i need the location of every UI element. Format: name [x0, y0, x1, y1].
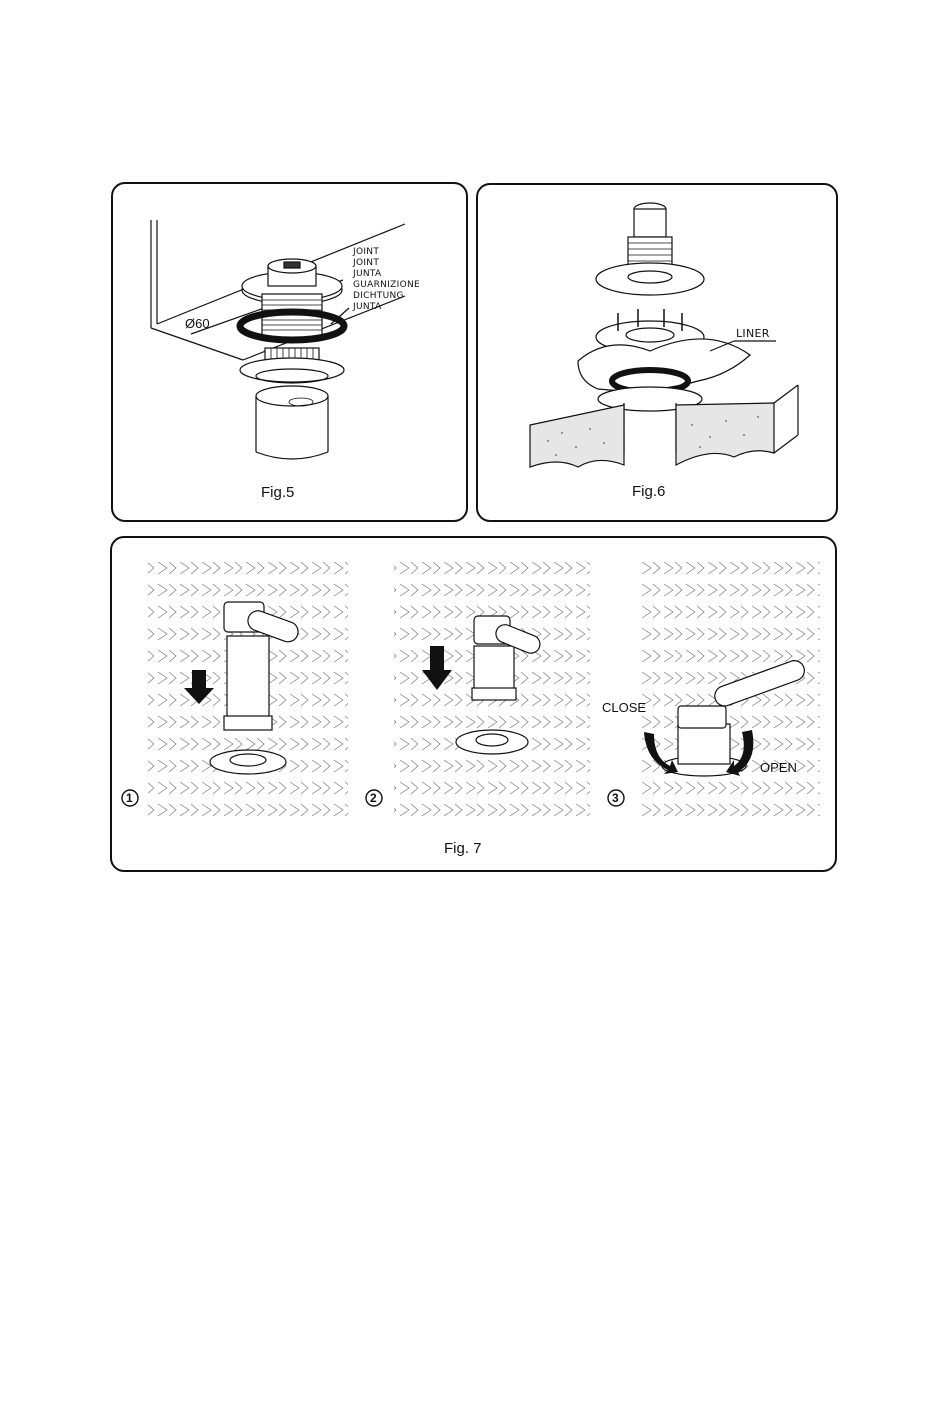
figure-6-panel: LINER Fig.6 — [476, 183, 838, 522]
fig7-drawing: CLOSE OPEN 1 2 3 — [112, 538, 837, 872]
fig5-caption: Fig.5 — [261, 484, 294, 501]
step2-number: 2 — [370, 791, 377, 805]
fig6-drawing: LINER — [478, 185, 838, 522]
close-label: CLOSE — [602, 700, 646, 715]
open-label: OPEN — [760, 760, 797, 775]
figure-7-panel: CLOSE OPEN 1 2 3 Fig. 7 — [110, 536, 837, 872]
step1-number: 1 — [126, 791, 133, 805]
seal-label-2: JOINT — [352, 258, 379, 268]
figure-5-panel: JOINT JOINT JUNTA GUARNIZIONE DICHTUNG J… — [111, 182, 468, 522]
seal-label-6: JUNTA — [352, 302, 382, 312]
liner-label: LINER — [736, 327, 770, 340]
step3-number: 3 — [612, 791, 619, 805]
seal-label-4: GUARNIZIONE — [353, 280, 420, 290]
fig6-caption: Fig.6 — [632, 483, 665, 500]
seal-label-3: JUNTA — [352, 269, 382, 279]
seal-label-1: JOINT — [352, 247, 379, 257]
seal-label-5: DICHTUNG — [353, 291, 404, 301]
fig7-caption: Fig. 7 — [444, 840, 482, 857]
fig5-drawing: JOINT JOINT JUNTA GUARNIZIONE DICHTUNG J… — [113, 184, 468, 522]
diameter-label: Ø60 — [185, 316, 210, 331]
